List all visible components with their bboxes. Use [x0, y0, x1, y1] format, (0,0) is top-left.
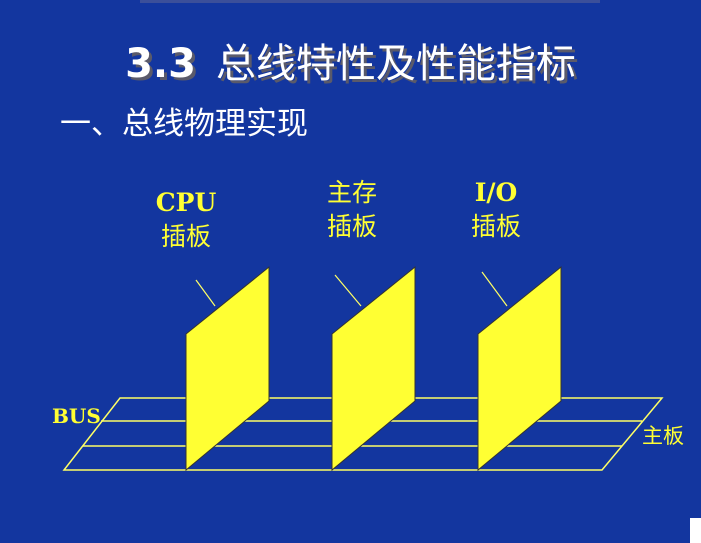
io-board-label-line2: 插板: [470, 212, 521, 241]
memory-board-label-line1: 主存: [326, 178, 377, 207]
cpu-board-label-line1: CPU: [155, 188, 217, 217]
io-board-pointer: [481, 271, 508, 307]
bus-label: BUS: [52, 404, 101, 428]
memory-board-label: 主存 插板: [312, 176, 392, 244]
title-number: 3.3: [125, 41, 196, 87]
slide-title: 3.3 总线特性及性能指标: [0, 38, 701, 90]
corner-mark: [690, 518, 701, 543]
title-text: 总线特性及性能指标: [215, 41, 576, 87]
cpu-board-label-line2: 插板: [160, 222, 211, 251]
top-strip: [140, 0, 600, 3]
io-board-label: I/O 插板: [456, 176, 536, 244]
cpu-board-label: CPU 插板: [148, 186, 224, 254]
memory-board: [331, 265, 416, 472]
cpu-board-pointer: [195, 279, 216, 307]
memory-board-label-line2: 插板: [326, 212, 377, 241]
motherboard-label: 主板: [642, 424, 684, 448]
slide-subtitle: 一、总线物理实现: [60, 106, 308, 142]
cpu-board: [185, 265, 270, 472]
memory-board-pointer: [334, 274, 362, 307]
io-board-label-line1: I/O: [474, 178, 518, 207]
io-board: [477, 265, 562, 472]
